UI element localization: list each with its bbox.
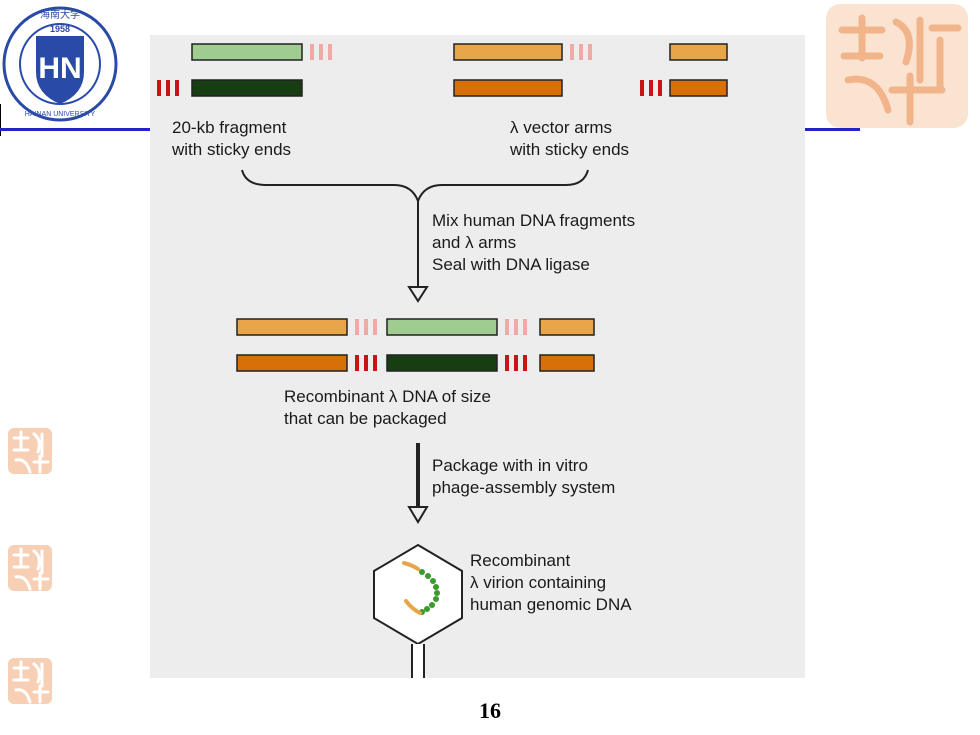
- merge-brace: [241, 169, 589, 204]
- diagram-panel: 20-kb fragment with sticky ends λ vector…: [150, 35, 805, 678]
- fragment-dna: [157, 43, 332, 97]
- fragment-label: 20-kb fragment with sticky ends: [172, 118, 292, 159]
- vector-arms-dna: [453, 43, 728, 97]
- cloning-diagram: [157, 43, 728, 678]
- packaged-dna: [419, 569, 440, 615]
- svg-text:HN: HN: [38, 52, 81, 85]
- sticky-end-top: [310, 44, 332, 60]
- logo-ring-text-top: 海南大学: [40, 8, 80, 21]
- lambda-virion-icon: [373, 543, 463, 678]
- seal-stamp-icon: [8, 428, 52, 474]
- recombinant-dna-label: Recombinant λ DNA of size that can be pa…: [284, 387, 491, 428]
- virion-label: Recombinant λ virion containing human ge…: [470, 551, 632, 614]
- header-rule-right: [805, 128, 860, 131]
- vector-arms-label: λ vector arms with sticky ends: [510, 118, 630, 159]
- seal-stamp-icon: [8, 658, 52, 704]
- seal-watermark-icon: [826, 4, 968, 128]
- university-logo-icon: HN 1958 海南大学 HAINAN UNIVERSITY: [2, 6, 118, 122]
- arrow-2-head: [407, 506, 429, 524]
- sticky-end-bottom: [157, 80, 179, 96]
- ligation-step-label: Mix human DNA fragments and λ arms Seal …: [432, 211, 636, 274]
- recombinant-dna: [236, 318, 595, 372]
- packaging-step-label: Package with in vitro phage-assembly sys…: [432, 456, 616, 497]
- seal-stamp-icon: [8, 545, 52, 591]
- left-rule: [0, 104, 1, 136]
- header-rule-left: [0, 128, 150, 131]
- logo-ring-text-bottom: HAINAN UNIVERSITY: [25, 111, 96, 118]
- logo-year: 1958: [50, 24, 70, 34]
- arrow-1-head: [407, 286, 429, 303]
- page-number: 16: [479, 698, 501, 723]
